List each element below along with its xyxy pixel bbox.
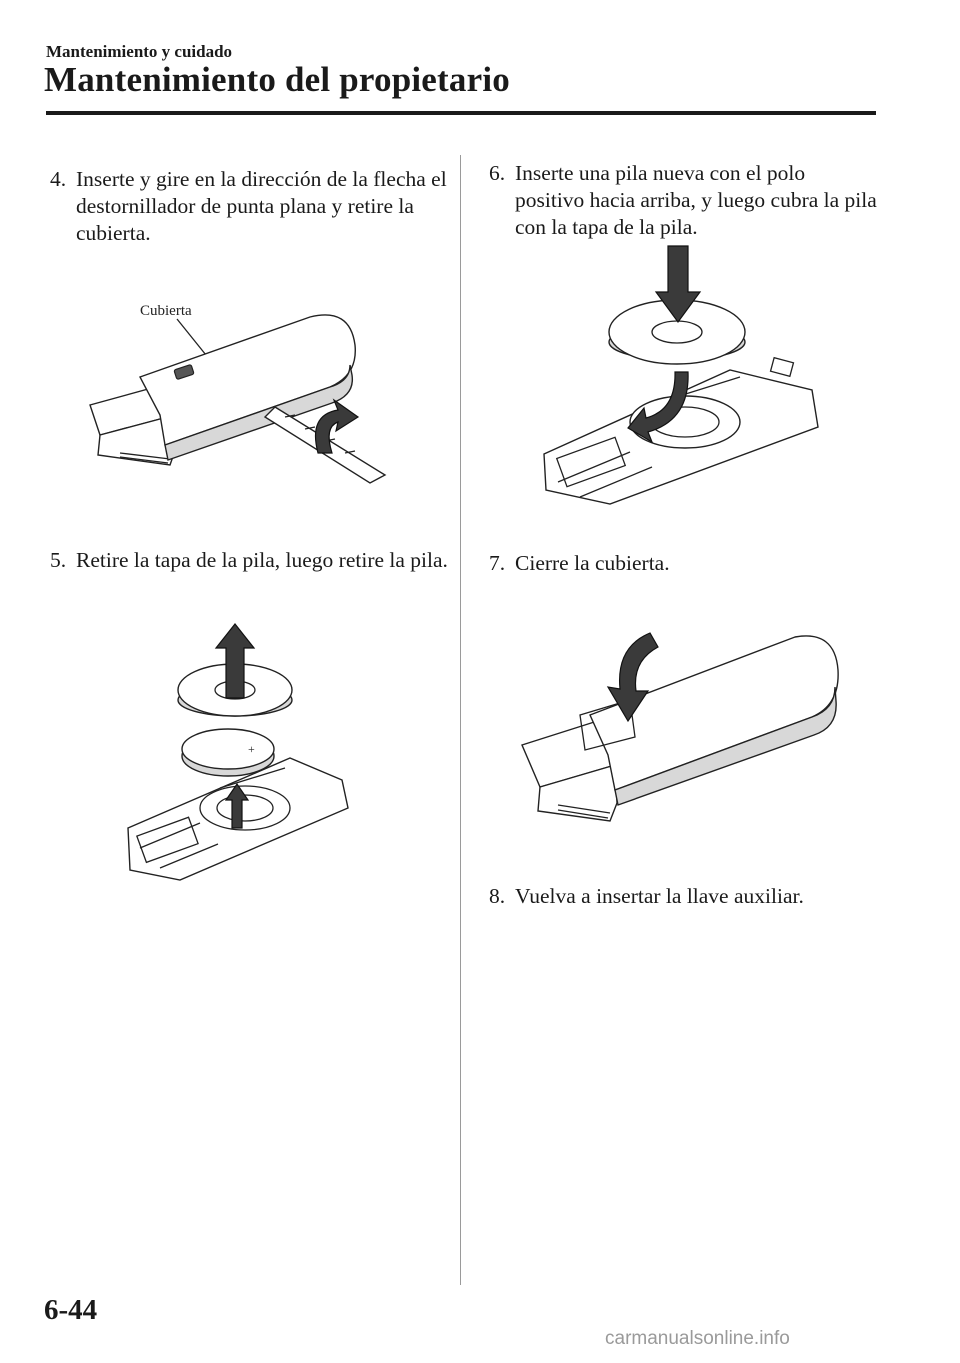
chapter-title: Mantenimiento del propietario (44, 60, 510, 99)
step-text: Vuelva a insertar la llave auxiliar. (515, 884, 804, 908)
step-number: 5. (50, 548, 67, 572)
step-7: 7. Cierre la cubierta. (489, 550, 879, 577)
figure-insert-battery (543, 245, 819, 505)
step-number: 4. (50, 167, 67, 191)
svg-text:+: + (248, 742, 255, 756)
step-text: Retire la tapa de la pila, luego retire … (76, 548, 448, 572)
step-5: 5. Retire la tapa de la pila, luego reti… (50, 547, 450, 574)
step-number: 7. (489, 551, 506, 575)
section-label: Mantenimiento y cuidado (46, 42, 233, 61)
step-text: Inserte una pila nueva con el polo posit… (515, 161, 877, 239)
step-4: 4. Inserte y gire en la dirección de la … (50, 166, 450, 247)
header-rule (46, 111, 876, 115)
step-number: 6. (489, 161, 506, 185)
step-6: 6. Inserte una pila nueva con el polo po… (489, 160, 879, 241)
step-number: 8. (489, 884, 506, 908)
callout-cubierta: Cubierta (140, 303, 192, 319)
column-divider (460, 155, 461, 1285)
step-text: Cierre la cubierta. (515, 551, 670, 575)
figure-open-cover: Cubierta (89, 303, 387, 484)
watermark: carmanualsonline.info (605, 1328, 790, 1349)
page-number: 6-44 (44, 1294, 98, 1326)
step-text: Inserte y gire en la dirección de la fle… (76, 167, 447, 245)
step-8: 8. Vuelva a insertar la llave auxiliar. (489, 883, 879, 910)
figure-remove-battery: + (127, 623, 349, 881)
figure-close-cover (521, 632, 839, 822)
